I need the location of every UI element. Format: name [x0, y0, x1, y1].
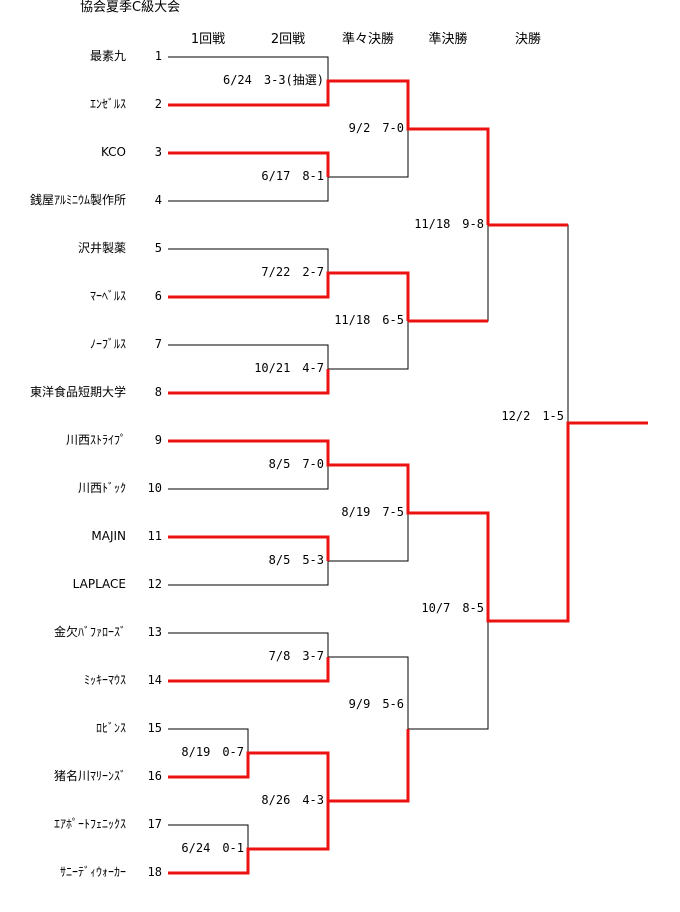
round-header-qf: 準々決勝 — [341, 32, 394, 47]
bracket-line — [328, 513, 409, 562]
team-seed: 8 — [154, 385, 162, 399]
team-seed: 18 — [147, 865, 162, 879]
match-result: 6/17 8-1 — [261, 169, 324, 183]
team-seed: 3 — [154, 145, 162, 159]
team-seed: 13 — [147, 625, 162, 639]
team-seed: 7 — [154, 337, 162, 351]
team-name: 川西ｽﾄﾗｲﾌﾟ — [65, 433, 126, 447]
match-result: 10/21 4-7 — [254, 361, 324, 375]
team-seed: 9 — [154, 433, 162, 447]
winner-lines — [168, 79, 648, 875]
match-result: 10/7 8-5 — [421, 601, 484, 615]
match-result: 8/19 7-5 — [341, 505, 404, 519]
bracket-line — [488, 224, 569, 423]
bracket-line — [328, 656, 409, 729]
team-name: ｴﾝｾﾞﾙｽ — [89, 97, 126, 111]
team-name: ｴｱﾎﾟｰﾄﾌｪﾆｯｸｽ — [53, 817, 126, 831]
bracket-line — [328, 129, 409, 178]
bracket-line — [408, 225, 489, 322]
team-name: ﾛﾋﾞﾝｽ — [95, 721, 126, 735]
match-result: 6/24 0-1 — [181, 841, 244, 855]
match-result: 6/24 3-3(抽選) — [222, 73, 324, 87]
bracket-line — [168, 561, 329, 586]
winner-line — [168, 369, 330, 395]
team-name: 金欠ﾊﾞﾌｧﾛｰｽﾞ — [53, 625, 126, 639]
winner-line — [168, 151, 330, 177]
match-result: 7/8 3-7 — [268, 649, 324, 663]
bracket-line — [168, 177, 329, 202]
team-seed: 16 — [147, 769, 162, 783]
round-header-final: 決勝 — [514, 32, 541, 47]
bracket-line — [408, 621, 489, 730]
team-seed: 10 — [147, 481, 162, 495]
team-seed: 14 — [147, 673, 162, 687]
team-name: MAJIN — [91, 529, 126, 543]
team-seed: 2 — [154, 97, 162, 111]
team-name: ﾉｰﾌﾞﾙｽ — [89, 337, 126, 351]
winner-line — [168, 801, 330, 875]
page-title: 協会夏季C級大会 — [80, 0, 181, 15]
team-name: ｻﾆｰﾃﾞｨｳｫｰｶｰ — [59, 865, 126, 879]
team-name: KCO — [100, 145, 126, 159]
match-result: 8/26 4-3 — [261, 793, 324, 807]
team-name: LAPLACE — [72, 577, 126, 591]
team-seed: 17 — [147, 817, 162, 831]
team-seed: 5 — [154, 241, 162, 255]
match-result: 8/19 0-7 — [181, 745, 244, 759]
team-name: 東洋食品短期大学 — [29, 385, 126, 399]
bracket-line — [168, 632, 329, 657]
round-header-2: 2回戦 — [270, 32, 306, 47]
bracket-line — [168, 824, 249, 849]
winner-line — [168, 271, 410, 321]
team-name: 猪名川ﾏﾘｰﾝｽﾞ — [53, 769, 126, 783]
match-result: 9/9 5-6 — [348, 697, 404, 711]
bracket-line — [168, 56, 329, 81]
team-seed: 15 — [147, 721, 162, 735]
team-seed: 11 — [147, 529, 162, 543]
team-seed: 1 — [154, 49, 162, 63]
team-seed: 4 — [154, 193, 162, 207]
winner-line — [168, 421, 648, 623]
team-seed: 6 — [154, 289, 162, 303]
winner-line — [168, 657, 330, 683]
team-seed: 12 — [147, 577, 162, 591]
bracket-line — [168, 728, 249, 753]
match-result: 7/22 2-7 — [261, 265, 324, 279]
round-header-sf: 準決勝 — [428, 32, 468, 47]
loser-lines — [168, 56, 569, 849]
team-name: 最素九 — [89, 49, 126, 63]
round-header-1: 1回戦 — [190, 32, 226, 47]
match-result: 11/18 9-8 — [414, 217, 484, 231]
bracket-line — [408, 128, 489, 225]
team-name: ﾏｰﾍﾞﾙｽ — [89, 289, 126, 303]
match-result: 11/18 6-5 — [334, 313, 404, 327]
bracket-line — [168, 344, 329, 369]
team-name: 銭屋ｱﾙﾐﾆｳﾑ製作所 — [29, 193, 126, 207]
team-name: 沢井製薬 — [77, 241, 126, 255]
match-result: 8/5 7-0 — [268, 457, 324, 471]
winner-line — [168, 79, 490, 225]
winner-line — [168, 729, 410, 803]
team-name: ﾐｯｷｰﾏｳｽ — [83, 673, 126, 687]
bracket-line — [328, 321, 409, 370]
team-name: 川西ﾄﾞｯｸ — [77, 481, 126, 495]
bracket-line — [168, 248, 329, 273]
match-result: 9/2 7-0 — [348, 121, 404, 135]
match-result: 12/2 1-5 — [501, 409, 564, 423]
winner-line — [168, 535, 330, 561]
bracket-line — [168, 465, 329, 490]
match-result: 8/5 5-3 — [268, 553, 324, 567]
